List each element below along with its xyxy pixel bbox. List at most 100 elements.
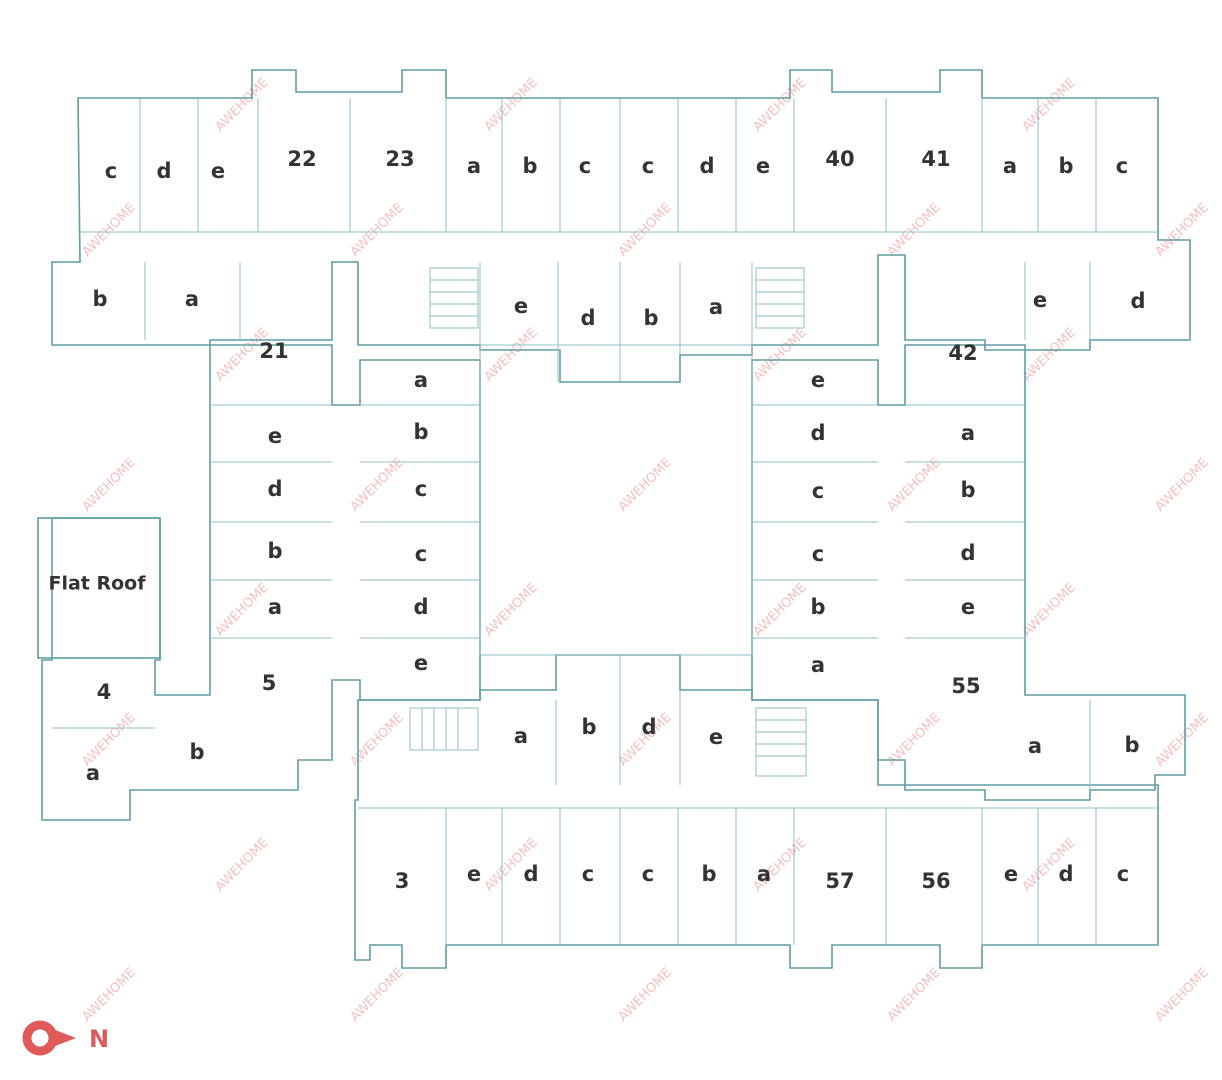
watermark-text: AWEHOME — [482, 75, 541, 134]
room-label: b — [1058, 154, 1073, 178]
room-label: 55 — [951, 674, 980, 698]
watermark-text: AWEHOME — [616, 965, 675, 1024]
room-label: 40 — [825, 147, 854, 171]
room-label: b — [189, 740, 204, 764]
room-label: e — [1004, 862, 1018, 886]
compass-label: N — [89, 1025, 109, 1053]
watermark-text: AWEHOME — [213, 835, 272, 894]
room-label: a — [185, 287, 199, 311]
room-label: 22 — [287, 147, 316, 171]
compass-north-icon: N — [22, 1020, 109, 1056]
room-label: b — [1124, 733, 1139, 757]
room-label: a — [1003, 154, 1017, 178]
room-label: b — [810, 595, 825, 619]
room-label: d — [156, 159, 171, 183]
room-label: d — [267, 477, 282, 501]
watermark-text: AWEHOME — [616, 455, 675, 514]
room-label: c — [415, 477, 427, 501]
watermark-text: AWEHOME — [80, 455, 139, 514]
room-label: d — [641, 715, 656, 739]
room-label: b — [643, 306, 658, 330]
watermark-text: AWEHOME — [616, 200, 675, 259]
room-label: d — [413, 595, 428, 619]
watermark-text: AWEHOME — [1020, 325, 1079, 384]
room-label: c — [642, 862, 654, 886]
room-label: d — [810, 421, 825, 445]
room-label: a — [414, 368, 428, 392]
room-label-layer: c d e 22 23 a b c c d e 40 41 a b c b a e d b a e d 21 a e 42 e b d a d c… — [48, 147, 1145, 893]
room-label: e — [467, 862, 481, 886]
room-label: a — [467, 154, 481, 178]
room-label: c — [1117, 862, 1129, 886]
room-label: a — [961, 421, 975, 445]
room-label: c — [1116, 154, 1128, 178]
room-label: b — [267, 539, 282, 563]
room-label: 4 — [97, 680, 112, 704]
watermark-text: AWEHOME — [751, 325, 810, 384]
wall-layer — [37, 69, 1191, 969]
room-label: e — [414, 651, 428, 675]
watermark-text: AWEHOME — [751, 75, 810, 134]
room-label: a — [514, 724, 528, 748]
room-label: d — [699, 154, 714, 178]
room-label: c — [582, 862, 594, 886]
room-label: 42 — [948, 341, 977, 365]
room-label: e — [268, 424, 282, 448]
room-label: c — [812, 479, 824, 503]
room-label: d — [960, 541, 975, 565]
watermark-text: AWEHOME — [1153, 200, 1212, 259]
room-label: e — [811, 368, 825, 392]
watermark-text: AWEHOME — [348, 710, 407, 769]
watermark-text: AWEHOME — [348, 965, 407, 1024]
room-label: a — [86, 761, 100, 785]
room-label: e — [211, 159, 225, 183]
room-label: 57 — [825, 869, 854, 893]
watermark-text: AWEHOME — [1153, 710, 1212, 769]
room-label: b — [92, 287, 107, 311]
watermark-text: AWEHOME — [1153, 965, 1212, 1024]
room-label: d — [1058, 862, 1073, 886]
room-label: 5 — [262, 671, 277, 695]
room-label: a — [709, 295, 723, 319]
room-label: a — [1028, 734, 1042, 758]
room-label: b — [960, 478, 975, 502]
room-label: c — [812, 542, 824, 566]
watermark-text: AWEHOME — [482, 580, 541, 639]
watermark-text: AWEHOME — [751, 580, 810, 639]
room-label: a — [757, 862, 771, 886]
watermark-text: AWEHOME — [885, 965, 944, 1024]
watermark-text: AWEHOME — [80, 965, 139, 1024]
room-label: c — [579, 154, 591, 178]
room-label: d — [1130, 289, 1145, 313]
watermark-text: AWEHOME — [348, 200, 407, 259]
watermark-text: AWEHOME — [1020, 580, 1079, 639]
room-label: 23 — [385, 147, 414, 171]
watermark-text: AWEHOME — [213, 580, 272, 639]
room-label: 56 — [921, 869, 950, 893]
room-label: e — [709, 725, 723, 749]
room-label: b — [522, 154, 537, 178]
room-label: 3 — [395, 869, 410, 893]
watermark-text: AWEHOME — [80, 200, 139, 259]
watermark-text: AWEHOME — [885, 200, 944, 259]
watermark-text: AWEHOME — [482, 325, 541, 384]
room-label: 21 — [259, 339, 288, 363]
room-label: d — [580, 306, 595, 330]
room-label: b — [701, 862, 716, 886]
room-label: d — [523, 862, 538, 886]
compass-dot — [22, 1020, 58, 1056]
compass-arrow — [50, 1028, 76, 1048]
watermark-text: AWEHOME — [213, 75, 272, 134]
room-label: e — [961, 595, 975, 619]
room-label: b — [413, 420, 428, 444]
room-label: a — [811, 653, 825, 677]
room-label: c — [415, 542, 427, 566]
room-label: b — [581, 715, 596, 739]
watermark-text: AWEHOME — [885, 455, 944, 514]
watermark-text: AWEHOME — [1153, 455, 1212, 514]
room-label: c — [105, 159, 117, 183]
room-label: a — [268, 595, 282, 619]
room-label: 41 — [921, 147, 950, 171]
room-label: Flat Roof — [48, 573, 146, 595]
